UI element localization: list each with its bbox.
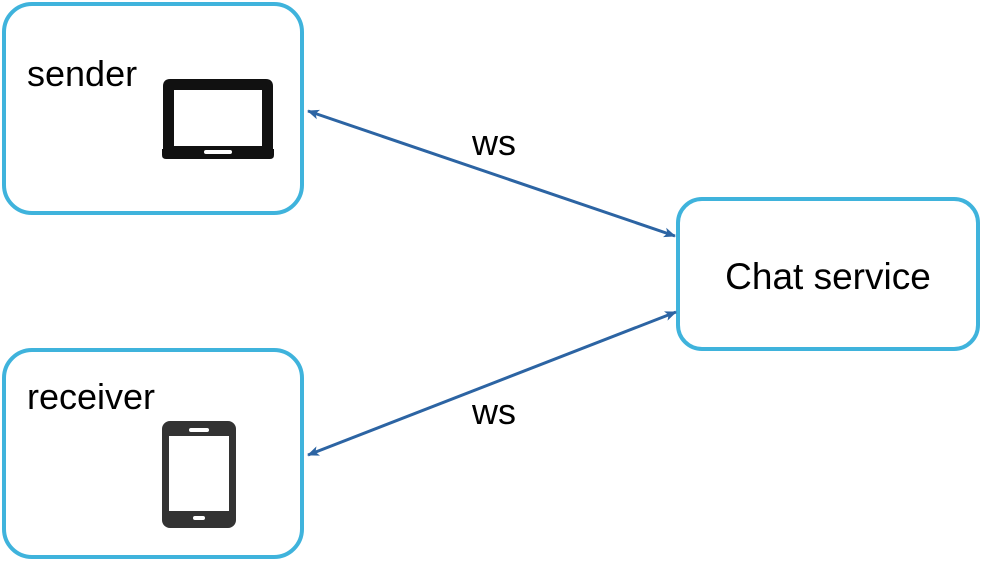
sender-label: sender	[27, 53, 137, 94]
receiver-node: receiver	[2, 348, 304, 559]
sender-edge-label: ws	[471, 122, 516, 163]
receiver-label: receiver	[27, 376, 155, 417]
sender-box	[2, 2, 304, 215]
chat-service-label: Chat service	[725, 256, 931, 297]
receiver-chat-arrow	[307, 310, 677, 457]
edge-sender-chat-service: ws	[307, 109, 676, 238]
chat-service-node: Chat service	[676, 197, 980, 351]
sender-node: sender	[2, 2, 304, 215]
sender-chat-arrow	[307, 109, 676, 238]
receiver-edge-label: ws	[471, 391, 516, 432]
smartphone-icon	[162, 421, 236, 528]
chat-service-box	[676, 197, 980, 351]
laptop-icon	[162, 79, 274, 159]
edge-receiver-chat-service: ws	[307, 310, 677, 457]
